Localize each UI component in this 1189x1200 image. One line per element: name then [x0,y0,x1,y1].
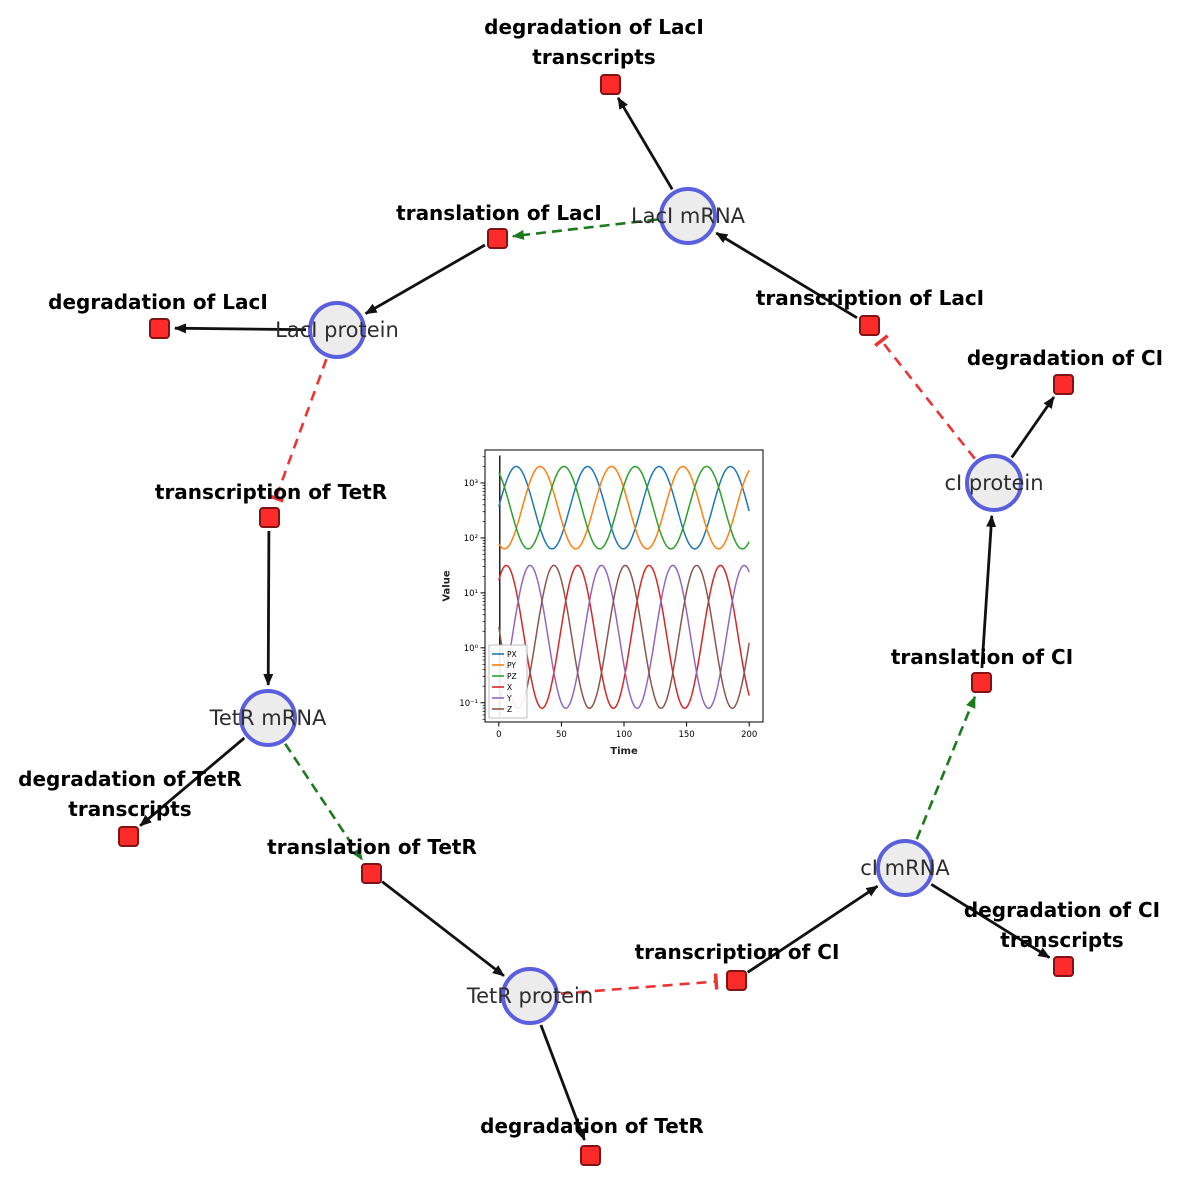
edge-modifier-tetr_mrna-to-transl_tetr [284,743,364,861]
plot-tick-label: 150 [678,730,694,740]
edge-consumption-ci_protein-to-deg_ci [1010,396,1056,459]
reaction-label-line: degradation of CI [966,346,1164,370]
plot-tick-label: 100 [616,730,632,740]
edge-production-txn_ci-to-ci_mrna [746,885,879,974]
plot-tick-label: 10¹ [464,589,478,599]
species-node-laci_protein[interactable] [308,301,366,359]
reaction-label-txn_tetr: transcription of TetR [155,477,387,507]
reaction-node-deg_ci_tx[interactable] [1052,955,1074,977]
legend-label-PY: PY [507,661,516,670]
reaction-label-deg_tetr_tx: degradation of TetR transcripts [18,764,242,824]
reaction-node-deg_laci_tx[interactable] [599,73,621,95]
reaction-label-deg_ci_tx: degradation of CI transcripts [964,895,1160,955]
reaction-label-line: translation of TetR [267,835,477,859]
reaction-label-txn_laci: transcription of LacI [756,283,984,313]
reaction-node-deg_tetr[interactable] [579,1144,601,1166]
reaction-label-line: transcripts [532,45,656,69]
reaction-label-line: degradation of LacI [48,290,268,314]
series-line-X [498,564,750,710]
edge-inhibition-ci_protein-to-txn_laci [874,334,976,460]
reaction-label-line: translation of CI [890,645,1074,669]
edge-consumption-laci_mrna-to-deg_laci_tx [616,96,674,191]
edge-consumption-tetr_protein-to-deg_tetr [539,1024,586,1141]
reaction-label-deg_laci: degradation of LacI [48,287,268,317]
reaction-label-transl_tetr: translation of TetR [267,832,477,862]
species-label-tetr_protein: TetR protein [466,984,594,1008]
reaction-node-deg_tetr_tx[interactable] [117,825,139,847]
species-label-ci_mrna: cI mRNA [860,856,950,880]
edge-inhibition-laci_protein-to-txn_tetr [267,358,328,503]
plot-tick-label: 200 [741,730,757,740]
reaction-label-deg_tetr: degradation of TetR [480,1111,704,1141]
reaction-label-transl_ci: translation of CI [891,642,1073,672]
edge-consumption-ci_mrna-to-deg_ci_tx [930,883,1051,959]
legend-label-PX: PX [507,650,517,659]
reaction-label-line: transcription of LacI [755,286,985,310]
species-label-ci_protein: cI protein [944,471,1044,495]
reaction-node-transl_laci[interactable] [486,227,508,249]
plot-tick-label: 50 [556,730,567,740]
reaction-node-transl_ci[interactable] [970,671,992,693]
edge-production-txn_tetr-to-tetr_mrna [263,530,274,686]
species-node-ci_protein[interactable] [965,454,1023,512]
reaction-node-deg_laci[interactable] [148,317,170,339]
legend-label-Y: Y [506,694,512,703]
species-label-laci_protein: LacI protein [275,318,399,342]
reaction-label-line: transcripts [68,797,192,821]
species-label-tetr_mrna: TetR mRNA [209,706,327,730]
series-line-PY [498,465,750,550]
plot-tick-label: 0 [496,730,501,740]
series-line-Z [498,564,750,710]
edge-production-transl_tetr-to-tetr_protein [381,880,505,977]
edge-inhibition-tetr_protein-to-txn_ci [560,973,719,995]
plot-xaxis-label: Time [610,746,638,757]
reaction-label-line: degradation of TetR [18,767,242,791]
reaction-label-line: degradation of LacI [484,15,704,39]
series-line-Y [498,564,750,710]
reaction-label-line: transcripts [1000,928,1124,952]
reaction-label-line: translation of LacI [396,201,602,225]
reaction-label-line: transcription of CI [634,940,840,964]
edge-production-txn_laci-to-laci_mrna [715,231,858,319]
species-node-tetr_mrna[interactable] [239,689,297,747]
reaction-node-txn_tetr[interactable] [258,506,280,528]
species-node-laci_mrna[interactable] [659,187,717,245]
series-line-PZ [498,465,750,550]
reaction-label-txn_ci: transcription of CI [635,937,840,967]
plot-legend-box [488,644,528,719]
plot-tick-label: 10³ [464,479,478,489]
reaction-node-deg_ci[interactable] [1052,373,1074,395]
reaction-label-transl_laci: translation of LacI [396,198,602,228]
edge-modifier-laci_mrna-to-transl_laci [511,218,658,240]
plot-tick-label: 10⁰ [464,644,479,654]
reaction-node-transl_tetr[interactable] [360,862,382,884]
species-node-tetr_protein[interactable] [501,967,559,1025]
legend-label-PZ: PZ [507,672,517,681]
edge-production-transl_ci-to-ci_protein [980,514,997,669]
reaction-label-deg_laci_tx: degradation of LacI transcripts [484,12,704,72]
plot-yaxis-label: Value [441,570,453,602]
species-label-laci_mrna: LacI mRNA [630,204,746,228]
plot-tick-label: 10² [464,534,478,544]
edge-production-transl_laci-to-laci_protein [364,243,486,315]
legend-label-Z: Z [507,705,512,714]
reaction-node-txn_ci[interactable] [725,969,747,991]
plot-tick-label: 10⁻¹ [459,699,478,709]
reaction-label-line: degradation of CI [963,898,1161,922]
reaction-label-line: degradation of TetR [480,1114,704,1138]
species-node-ci_mrna[interactable] [876,839,934,897]
timecourse-plot-svg: 10⁻¹ 10⁰ 10¹ 10² 10³ 0 50 100 150 200 PX PY PZ XYZ [459,449,764,740]
legend-label-X: X [507,683,512,692]
edge-consumption-tetr_mrna-to-deg_tetr_tx [139,736,246,827]
reaction-node-txn_laci[interactable] [858,314,880,336]
reaction-label-line: transcription of TetR [154,480,388,504]
reaction-label-deg_ci: degradation of CI [967,343,1163,373]
edge-modifier-ci_mrna-to-transl_ci [915,695,977,840]
edge-consumption-laci_protein-to-deg_laci [174,323,307,334]
series-line-PX [498,465,750,550]
